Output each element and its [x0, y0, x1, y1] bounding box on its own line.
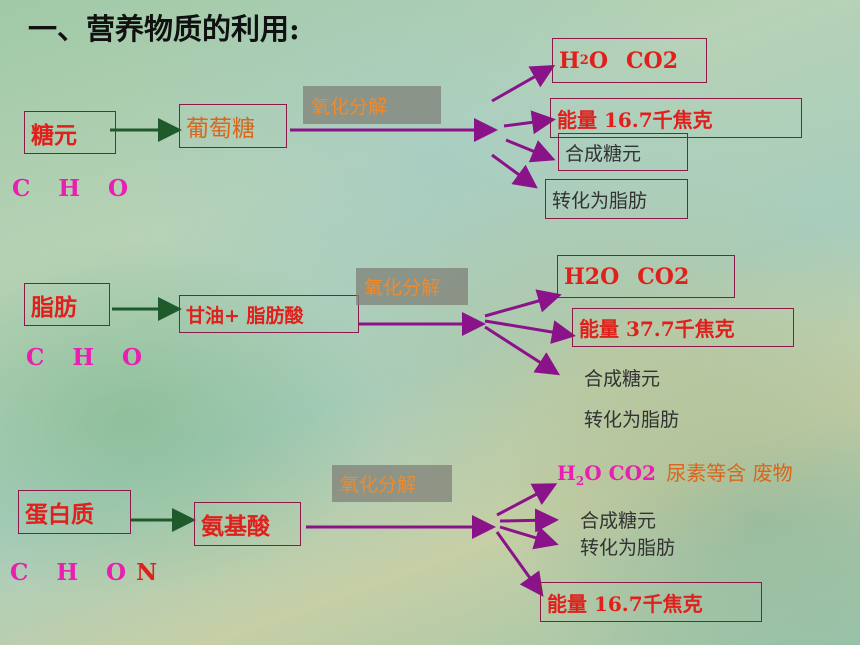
intermediate-glycerol: 甘油+ 脂肪酸	[179, 295, 359, 333]
energy-sugar-label: 能量 16.7千焦克	[557, 107, 713, 132]
arrow-fat-synth	[484, 325, 561, 376]
arrow-protein-synth	[499, 508, 559, 533]
protein-o-co2: O CO2	[584, 461, 656, 485]
output-energy-fat: 能量 37.7千焦克	[572, 308, 794, 347]
page-title: 一、营养物质的利用:	[28, 12, 300, 46]
output-synth-sugar: 合成糖元	[558, 133, 688, 171]
co2-fat-label: CO2	[637, 263, 690, 290]
output-synth-fat: 合成糖元	[584, 368, 661, 390]
elements-protein: C H ON	[10, 559, 157, 586]
output-h2o-co2-protein: H2O CO2 尿素等含 废物	[557, 457, 793, 488]
arrow-fat-energy	[484, 319, 576, 344]
h2o-co2-fat-label: H2O	[564, 263, 620, 290]
output-convert-fat: 转化为脂肪	[584, 409, 680, 431]
protein-h: H	[557, 461, 576, 485]
source-fat-label: 脂肪	[31, 293, 77, 321]
arrow-sugar-convert	[491, 153, 538, 189]
oxidation-label-sugar: 氧化分解	[303, 86, 441, 124]
co2-label: CO2	[626, 47, 678, 74]
h2o-h: H	[559, 47, 580, 74]
intermediate-glucose-label: 葡萄糖	[186, 116, 255, 142]
output-energy-sugar: 能量 16.7千焦克	[550, 98, 802, 138]
energy-fat-label: 能量 37.7千焦克	[579, 317, 735, 341]
elements-protein-n: N	[136, 559, 158, 586]
output-synth-protein: 合成糖元	[580, 510, 657, 532]
arrow-sugar-energy	[503, 110, 556, 135]
synth-sugar-label: 合成糖元	[565, 142, 642, 165]
protein-sub: 2	[575, 474, 585, 488]
arrow-protein-convert	[499, 525, 559, 550]
source-fat: 脂肪	[24, 283, 110, 326]
intermediate-glucose: 葡萄糖	[179, 104, 287, 148]
arrow-protein-h2o	[496, 483, 558, 517]
source-sugar-label: 糖元	[31, 121, 77, 149]
oxidation-label-protein: 氧化分解	[332, 465, 452, 502]
output-h2o-co2-fat: H2O CO2	[557, 255, 735, 298]
intermediate-amino-label: 氨基酸	[201, 513, 270, 540]
intermediate-amino: 氨基酸	[194, 502, 301, 546]
elements-fat: C H O	[26, 344, 153, 371]
intermediate-glycerol-label: 甘油+ 脂肪酸	[186, 304, 304, 327]
elements-sugar: C H O	[12, 175, 139, 202]
elements-protein-cho: C H O	[10, 559, 137, 586]
arrow-protein-energy	[495, 531, 544, 597]
arrow-sugar-h2o	[491, 65, 556, 103]
source-protein-label: 蛋白质	[25, 501, 94, 528]
arrow-fat-h2o	[484, 289, 562, 318]
h2o-sub: 2	[579, 53, 589, 68]
arrow-sugar-synth	[505, 138, 556, 163]
source-protein: 蛋白质	[18, 490, 131, 534]
source-sugar: 糖元	[24, 111, 116, 154]
energy-protein-label: 能量 16.7千焦克	[547, 591, 703, 616]
output-convert-protein: 转化为脂肪	[580, 537, 676, 559]
h2o-o: O	[588, 47, 609, 74]
oxidation-label-fat: 氧化分解	[356, 268, 468, 305]
output-energy-protein: 能量 16.7千焦克	[540, 582, 762, 622]
protein-waste: 尿素等含 废物	[666, 461, 793, 485]
convert-sugar-label: 转化为脂肪	[552, 189, 648, 212]
output-convert-sugar: 转化为脂肪	[545, 179, 688, 219]
